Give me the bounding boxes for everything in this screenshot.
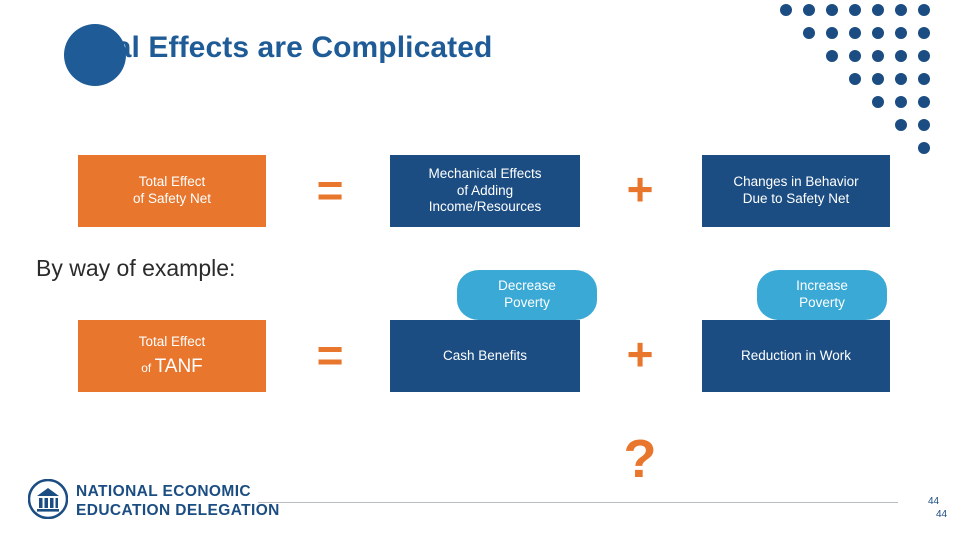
box-mechanical-effects-line3: Income/Resources	[428, 199, 542, 215]
callout-increase-poverty: Increase Poverty	[757, 270, 887, 331]
dot-pattern-svg	[780, 4, 930, 154]
box-mechanical-effects-line2: of Adding	[456, 182, 514, 198]
equals-operator-row2: =	[316, 329, 344, 381]
box-total-effect-tanf-line1: Total Effect	[138, 333, 206, 349]
building-logo-svg	[27, 478, 69, 520]
example-label: By way of example:	[36, 255, 236, 281]
slide-number-primary: 44	[928, 496, 940, 507]
decorative-dot-pattern	[780, 0, 960, 155]
box-reduction-in-work: Reduction in Work	[702, 320, 890, 392]
slide-number-secondary: 44	[936, 509, 948, 520]
box-changes-in-behavior: Changes in Behavior Due to Safety Net	[702, 155, 890, 227]
page-title: Total Effects are Complicated	[70, 31, 493, 64]
box-cash-benefits-label: Cash Benefits	[442, 347, 528, 363]
box-total-effect-tanf-line2: of TANF	[141, 355, 203, 379]
box-total-effect-safety-net: Total Effect of Safety Net	[78, 155, 266, 227]
organization-name-line2: EDUCATION DELEGATION	[76, 501, 280, 519]
question-mark-operator: ?	[623, 429, 657, 489]
callout-increase-poverty-line1: Increase	[796, 278, 848, 294]
box-mechanical-effects: Mechanical Effects of Adding Income/Reso…	[390, 155, 580, 227]
box-cash-benefits: Cash Benefits	[390, 320, 580, 392]
box-total-effect-tanf: Total Effect of TANF	[78, 320, 266, 392]
box-total-effect-tanf-of: of	[141, 360, 152, 375]
title-accent-circle	[64, 24, 126, 86]
box-changes-in-behavior-line1: Changes in Behavior	[733, 174, 859, 190]
box-total-effect-safety-net-line2: of Safety Net	[132, 191, 212, 206]
box-total-effect-tanf-program: TANF	[154, 355, 203, 377]
organization-name-line1: NATIONAL ECONOMIC	[76, 483, 251, 500]
box-changes-in-behavior-line2: Due to Safety Net	[742, 191, 850, 206]
plus-operator-row1: +	[626, 163, 654, 215]
callout-decrease-poverty-line2: Poverty	[504, 295, 550, 310]
box-reduction-in-work-label: Reduction in Work	[740, 347, 852, 363]
equals-operator-row1: =	[316, 164, 344, 216]
box-mechanical-effects-line1: Mechanical Effects	[428, 165, 542, 181]
box-total-effect-safety-net-line1: Total Effect	[138, 174, 206, 190]
footer-divider	[258, 502, 898, 503]
callout-increase-poverty-line2: Poverty	[799, 295, 845, 310]
plus-operator-row2: +	[626, 328, 654, 380]
organization-name: NATIONAL ECONOMIC EDUCATION DELEGATION	[76, 483, 280, 520]
callout-decrease-poverty-line1: Decrease	[498, 278, 556, 294]
organization-logo-icon	[27, 478, 69, 520]
callout-decrease-poverty: Decrease Poverty	[457, 270, 597, 331]
